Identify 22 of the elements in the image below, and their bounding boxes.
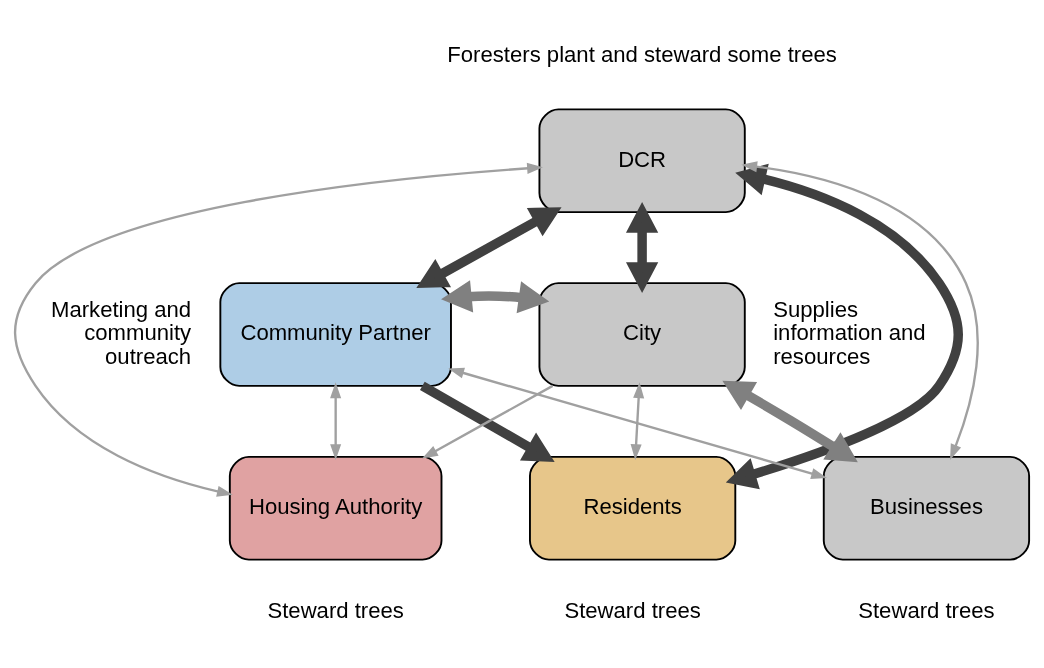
node-label: Marketing and community outreach [51,296,192,369]
node-box: Housing Authority [228,455,443,561]
node-box: Residents [529,455,737,561]
node-box: Businesses [822,455,1031,561]
node-box: Community Partner [219,281,452,387]
arrow [14,162,543,497]
arrow [725,163,963,489]
arrow [625,201,659,293]
arrow [448,367,827,479]
node-label: Supplies information and resources [773,296,926,369]
arrow [416,206,562,288]
arrow [722,380,858,462]
arrow [441,279,550,313]
arrow [630,381,645,460]
arrow [330,381,342,460]
node-label: Steward trees [564,597,701,623]
arrow [741,160,979,460]
node-box: DCR [538,107,746,213]
node-label: Steward trees [858,597,995,623]
node-label: Foresters plant and steward some trees [447,41,837,67]
node-label: Steward trees [267,597,404,623]
node-box: City [538,281,746,387]
